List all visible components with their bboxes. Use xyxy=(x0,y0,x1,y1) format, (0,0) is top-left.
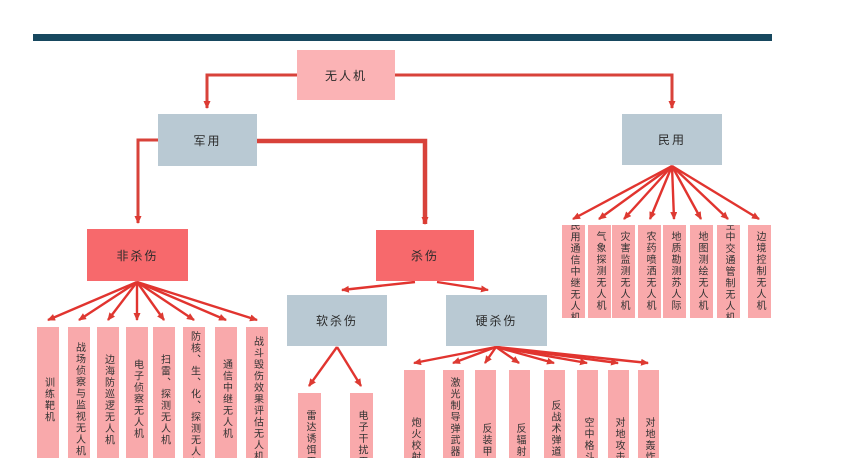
leaf-label: 农药喷洒无人机 xyxy=(644,231,655,312)
leaf-civil-2: 气象探测无人机 xyxy=(588,225,611,318)
leaf-non-lethal-6: 防核、生、化、探测无人机 xyxy=(183,327,205,458)
leaf-non-lethal-2: 战场侦察与监视无人机 xyxy=(68,327,90,458)
leaf-hard-kill-4: 反辐射无人机 xyxy=(509,370,530,458)
leaf-soft-kill-1: 雷达诱饵无人机 xyxy=(298,393,321,458)
leaf-label: 通信中继无人机 xyxy=(220,359,232,440)
fan-hard-kill xyxy=(413,345,649,366)
leaf-label: 边境控制无人机 xyxy=(754,231,765,312)
leaf-label: 民用通信中继无人机 xyxy=(568,225,579,318)
leaf-non-lethal-1: 训练靶机 xyxy=(37,327,59,458)
leaf-civil-3: 灾害监测无人机 xyxy=(612,225,635,318)
leaf-label: 灾害监测无人机 xyxy=(618,231,629,312)
leaf-hard-kill-6: 空中格斗无人机 xyxy=(577,370,598,458)
leaf-hard-kill-2: 激光制导弹武器目标指示无人机 xyxy=(443,370,464,458)
leaf-label: 边海防巡逻无人机 xyxy=(102,353,114,446)
leaf-label: 气象探测无人机 xyxy=(594,231,605,312)
leaf-civil-8: 边境控制无人机 xyxy=(748,225,771,318)
leaf-hard-kill-7: 对地攻击无人机 xyxy=(608,370,629,458)
fan-non-lethal xyxy=(47,280,258,322)
node-lethal: 杀伤 xyxy=(376,230,474,281)
leaf-non-lethal-3: 边海防巡逻无人机 xyxy=(97,327,119,458)
leaf-label: 电子侦察无人机 xyxy=(131,359,143,440)
leaf-hard-kill-3: 反装甲无人机 xyxy=(475,370,496,458)
leaf-civil-1: 民用通信中继无人机 xyxy=(562,225,585,318)
header-rule xyxy=(33,34,772,41)
leaf-label: 雷达诱饵无人机 xyxy=(304,410,315,458)
fan-soft-kill xyxy=(308,346,363,387)
leaf-label: 战场侦察与监视无人机 xyxy=(73,342,85,457)
leaf-soft-kill-2: 电子干扰无人机 xyxy=(350,393,373,458)
node-non-lethal: 非杀伤 xyxy=(87,229,188,281)
leaf-label: 电子干扰无人机 xyxy=(356,410,367,458)
leaf-civil-7: 空中交通管制无人机 xyxy=(717,225,740,318)
leaf-label: 空中交通管制无人机 xyxy=(723,225,734,318)
node-hard-kill: 硬杀伤 xyxy=(446,295,547,346)
fan-lethal xyxy=(341,280,489,293)
leaf-non-lethal-4: 电子侦察无人机 xyxy=(126,327,148,458)
leaf-civil-5: 地质勘测苏人际 xyxy=(663,225,686,318)
leaf-non-lethal-7: 通信中继无人机 xyxy=(215,327,237,458)
leaf-label: 防核、生、化、探测无人机 xyxy=(188,330,200,458)
leaf-label: 训练靶机 xyxy=(42,376,54,423)
leaf-label: 战斗毁伤效果评估无人机 xyxy=(251,336,263,458)
fan-civil xyxy=(572,164,760,221)
leaf-label: 扫雷、探测无人机 xyxy=(158,353,170,446)
leaf-label: 空中格斗无人机 xyxy=(582,417,593,458)
node-soft-kill: 软杀伤 xyxy=(287,295,387,346)
leaf-label: 反装甲无人机 xyxy=(480,423,491,458)
leaf-label: 对地攻击无人机 xyxy=(613,417,624,458)
leaf-non-lethal-8: 战斗毁伤效果评估无人机 xyxy=(246,327,268,458)
leaf-label: 炮火校射无人机 xyxy=(409,417,420,458)
node-military: 军用 xyxy=(158,114,257,166)
leaf-civil-6: 地图测绘无人机 xyxy=(690,225,713,318)
leaf-label: 激光制导弹武器目标指示无人机 xyxy=(448,377,459,458)
leaf-non-lethal-5: 扫雷、探测无人机 xyxy=(153,327,175,458)
leaf-label: 反战术弹道导弹无人机 xyxy=(549,400,560,458)
leaf-hard-kill-5: 反战术弹道导弹无人机 xyxy=(544,370,565,458)
leaf-hard-kill-8: 对地轰炸无人机 xyxy=(638,370,659,458)
leaf-label: 对地轰炸无人机 xyxy=(643,417,654,458)
leaf-civil-4: 农药喷洒无人机 xyxy=(638,225,661,318)
leaf-label: 地图测绘无人机 xyxy=(696,231,707,312)
leaf-hard-kill-1: 炮火校射无人机 xyxy=(404,370,425,458)
leaf-label: 反辐射无人机 xyxy=(514,423,525,458)
node-root: 无人机 xyxy=(297,50,395,100)
leaf-label: 地质勘测苏人际 xyxy=(669,231,680,312)
node-civil: 民用 xyxy=(622,114,722,165)
